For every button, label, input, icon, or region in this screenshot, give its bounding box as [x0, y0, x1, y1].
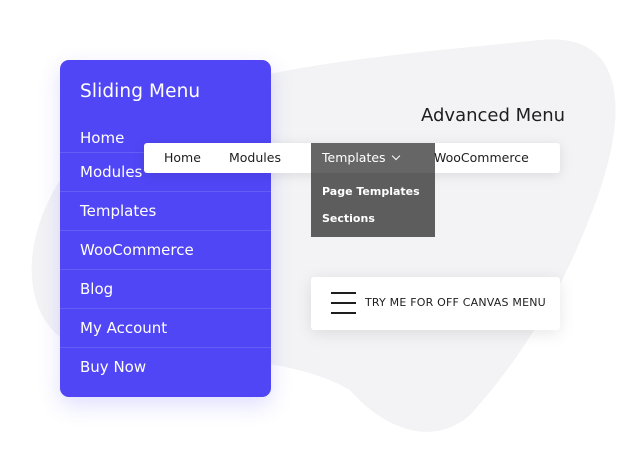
menu-item-templates-label: Templates [322, 150, 386, 165]
sliding-menu-item-label: My Account [80, 319, 168, 337]
sliding-menu-item-label: Home [80, 129, 125, 147]
chevron-down-icon [391, 151, 400, 161]
dropdown-item-page-templates[interactable]: Page Templates [322, 185, 420, 198]
sliding-menu-item-my-account[interactable]: My Account [60, 308, 271, 347]
sliding-menu-title: Sliding Menu [80, 81, 201, 102]
sliding-menu-item-woocommerce[interactable]: WooCommerce [60, 230, 271, 269]
sliding-menu-item-label: Blog [80, 280, 114, 298]
sliding-menu: Sliding Menu Home Modules Templates WooC… [60, 60, 271, 397]
sliding-menu-item-blog[interactable]: Blog [60, 269, 271, 308]
sliding-menu-item-buy-now[interactable]: Buy Now [60, 347, 271, 386]
menu-item-modules[interactable]: Modules [229, 150, 281, 165]
sliding-menu-item-label: Buy Now [80, 358, 147, 376]
menu-item-home[interactable]: Home [164, 150, 201, 165]
offcanvas-trigger[interactable]: TRY ME FOR OFF CANVAS MENU [311, 277, 560, 330]
advanced-menu-title: Advanced Menu [421, 105, 566, 126]
templates-dropdown: Page Templates Sections [311, 173, 435, 237]
menu-item-templates[interactable]: Templates [311, 143, 435, 173]
sliding-menu-item-label: Templates [80, 202, 157, 220]
advanced-menu-bar: Home Modules Templates WooCommerce [144, 143, 560, 173]
menu-item-woocommerce[interactable]: WooCommerce [434, 150, 529, 165]
hamburger-menu-icon[interactable] [331, 292, 356, 315]
sliding-menu-item-templates[interactable]: Templates [60, 191, 271, 230]
sliding-menu-item-home[interactable]: Home [60, 119, 271, 158]
dropdown-item-sections[interactable]: Sections [322, 212, 375, 225]
sliding-menu-item-label: Modules [80, 163, 143, 181]
sliding-menu-item-label: WooCommerce [80, 241, 194, 259]
offcanvas-label: TRY ME FOR OFF CANVAS MENU [365, 296, 546, 309]
